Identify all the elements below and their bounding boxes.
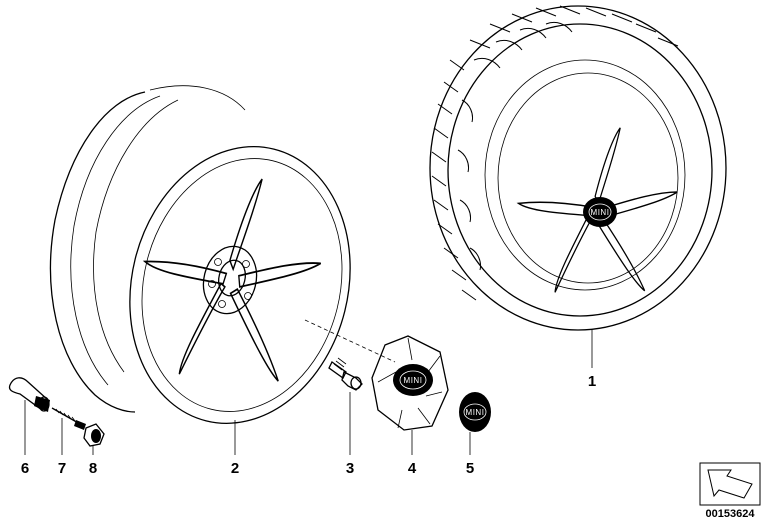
part-label-7: 7 xyxy=(58,460,66,477)
part-label-3: 3 xyxy=(346,460,354,477)
complete-wheel-with-tyre: MINI xyxy=(429,5,727,331)
part-label-2: 2 xyxy=(231,460,239,477)
arrow-icon xyxy=(707,469,753,499)
part-label-6: 6 xyxy=(21,460,29,477)
reference-number: 00153624 xyxy=(706,508,756,520)
reference-box: 00153624 xyxy=(699,462,761,520)
hub-cap-brand-text: MINI xyxy=(404,376,423,385)
leader-lines xyxy=(24,330,593,455)
part-label-5: 5 xyxy=(466,460,474,477)
part-label-8: 8 xyxy=(89,460,97,477)
tyre-valve xyxy=(8,377,50,412)
brand-badge-text: MINI xyxy=(591,208,610,217)
center-emblem: MINI xyxy=(459,392,491,432)
part-label-4: 4 xyxy=(408,460,417,477)
hub-cap: MINI xyxy=(371,335,449,431)
wheel-bolt xyxy=(328,357,363,391)
alloy-rim xyxy=(49,85,351,424)
valve-cap xyxy=(83,423,105,447)
part-label-1: 1 xyxy=(588,373,596,390)
valve-core xyxy=(51,407,86,430)
emblem-brand-text: MINI xyxy=(466,408,485,417)
